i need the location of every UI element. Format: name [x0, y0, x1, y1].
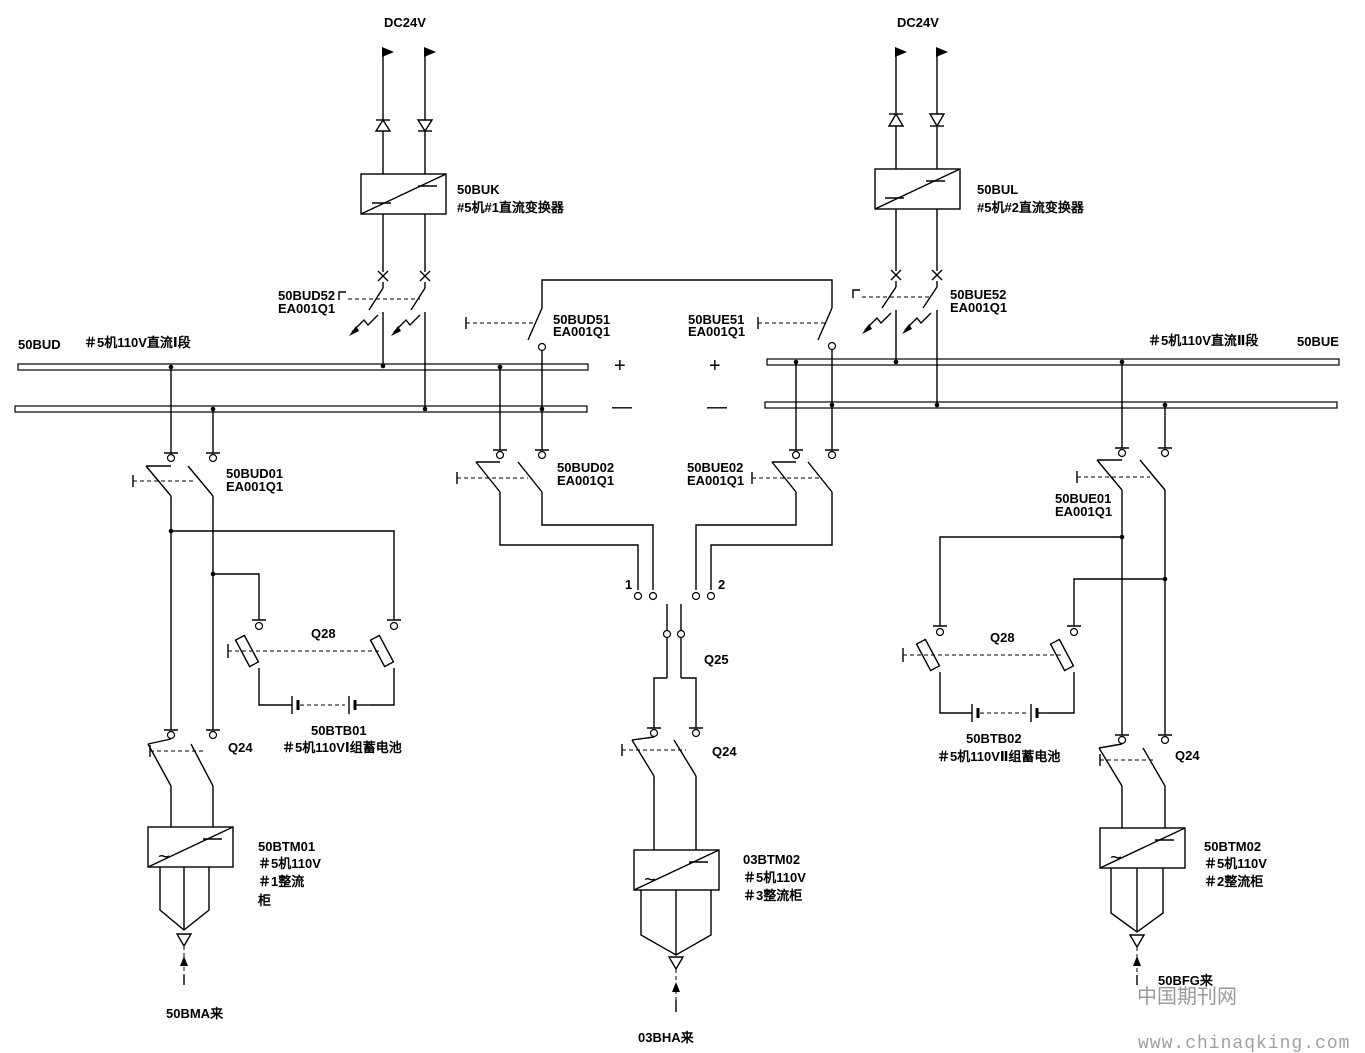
- battery-right-icon: [971, 704, 1048, 722]
- fuse-icon: [234, 634, 260, 668]
- source-mid-label: 03BHA来: [638, 1030, 695, 1045]
- switch-q28-right-label: Q28: [990, 630, 1015, 645]
- diode-icon: [887, 112, 905, 127]
- bus-left-negative: [14, 405, 588, 413]
- breaker-bud51-code: EA001Q1: [553, 324, 610, 339]
- converter-right-name: #5机#2直流变换器: [977, 200, 1085, 215]
- trip-coil-icon: [351, 314, 379, 333]
- bus-right-id: 50BUE: [1297, 334, 1339, 349]
- switch-q24-right-label: Q24: [1175, 748, 1200, 763]
- breaker-bue02-id: 50BUE02: [687, 460, 743, 475]
- converter-right-group: [852, 47, 961, 408]
- diode-icon: [374, 118, 392, 132]
- source-right-label: 50BFG来: [1158, 973, 1214, 988]
- switch-q24-mid-label: Q24: [712, 744, 737, 759]
- breaker-bud01-id: 50BUD01: [226, 466, 283, 481]
- breaker-bud51-id: 50BUD51: [553, 312, 610, 327]
- selector-pos-1: 1: [625, 577, 632, 592]
- watermark-cn: 中国期刊网: [1137, 984, 1237, 1008]
- breaker-bud01-code: EA001Q1: [226, 479, 283, 494]
- battery-left-icon: [291, 696, 370, 714]
- labels: DC24V DC24V 50BUK #5机#1直流变换器 50BUL #5机#2…: [18, 15, 1350, 1053]
- breaker-bud02-code: EA001Q1: [557, 473, 614, 488]
- breaker-bue01-id: 50BUE01: [1055, 491, 1111, 506]
- bus-right-name: ＃5机110V直流Ⅱ段: [1148, 333, 1258, 348]
- trip-coil-icon: [904, 312, 932, 331]
- watermark-url: www.chinaqking.com: [1138, 1034, 1350, 1053]
- breaker-bue02-code: EA001Q1: [687, 473, 744, 488]
- diode-icon: [416, 119, 434, 133]
- switch-q24-left-label: Q24: [228, 740, 253, 755]
- breaker-bud52-id: 50BUD52: [278, 288, 335, 303]
- trip-coil-icon: [864, 312, 892, 331]
- fuse-icon: [1049, 638, 1075, 672]
- fuse-icon: [369, 634, 395, 668]
- converter-left-name: #5机#1直流变换器: [457, 200, 565, 215]
- input-triangle-icon: [667, 956, 685, 971]
- tie-breakers: [465, 279, 837, 450]
- battery-left-id: 50BTB01: [311, 723, 367, 738]
- rectifier-left-line1: ＃5机110V: [258, 856, 321, 871]
- converter-left-group: [338, 47, 447, 412]
- rectifier-mid-line1: ＃5机110V: [743, 870, 806, 885]
- plus-right-sign: +: [709, 355, 721, 377]
- battery-left-name: ＃5机110VⅠ组蓄电池: [282, 740, 402, 755]
- left-branch: ~: [132, 364, 401, 985]
- bus-left-name: ＃5机110V直流Ⅰ段: [84, 335, 191, 350]
- breaker-bue52-code: EA001Q1: [950, 300, 1007, 315]
- input-triangle-icon: [1128, 934, 1146, 949]
- minus-left-sign: —: [612, 396, 632, 418]
- bus-right-negative: [764, 401, 1338, 409]
- plus-left-sign: +: [614, 355, 626, 377]
- bus-left-positive: [17, 363, 589, 371]
- diode-icon: [928, 113, 946, 128]
- bus-left-id: 50BUD: [18, 337, 61, 352]
- rectifier-right-line1: ＃5机110V: [1204, 856, 1267, 871]
- converter-right-id: 50BUL: [977, 182, 1018, 197]
- input-triangle-icon: [175, 933, 193, 948]
- source-left-label: 50BMA来: [166, 1006, 224, 1021]
- minus-right-sign: —: [707, 396, 727, 418]
- converter-left-id: 50BUK: [457, 182, 500, 197]
- rectifier-mid-line2: ＃3整流柜: [743, 888, 802, 903]
- breaker-bue01-code: EA001Q1: [1055, 504, 1112, 519]
- rectifier-right-line2: ＃2整流柜: [1204, 874, 1263, 889]
- rectifier-left-id: 50BTM01: [258, 839, 315, 854]
- breaker-bue51-id: 50BUE51: [688, 312, 744, 327]
- rectifier-mid-id: 03BTM02: [743, 852, 800, 867]
- breaker-bue52-id: 50BUE52: [950, 287, 1006, 302]
- switch-q25-label: Q25: [704, 652, 729, 667]
- breaker-bud02-id: 50BUD02: [557, 460, 614, 475]
- breaker-bud52-code: EA001Q1: [278, 301, 335, 316]
- busbars: [14, 358, 1340, 413]
- dc24v-right-label: DC24V: [897, 15, 939, 30]
- rectifier-right-id: 50BTM02: [1204, 839, 1261, 854]
- battery-right-id: 50BTB02: [966, 731, 1022, 746]
- middle-branch: ~: [456, 359, 839, 1012]
- switch-q28-left-label: Q28: [311, 626, 336, 641]
- trip-coil-icon: [393, 314, 421, 333]
- rectifier-left-line2: ＃1整流: [258, 874, 304, 889]
- ac-wave-icon: ~: [158, 846, 170, 868]
- ac-wave-icon: ~: [644, 869, 656, 891]
- selector-pos-2: 2: [718, 577, 725, 592]
- ac-wave-icon: ~: [1110, 847, 1122, 869]
- battery-right-name: ＃5机110VⅡ组蓄电池: [937, 749, 1060, 764]
- rectifier-left-line3: 柜: [257, 893, 271, 908]
- breaker-bue51-code: EA001Q1: [688, 324, 745, 339]
- bus-right-positive: [766, 358, 1340, 366]
- dc24v-left-label: DC24V: [384, 15, 426, 30]
- right-branch: ~: [902, 359, 1186, 985]
